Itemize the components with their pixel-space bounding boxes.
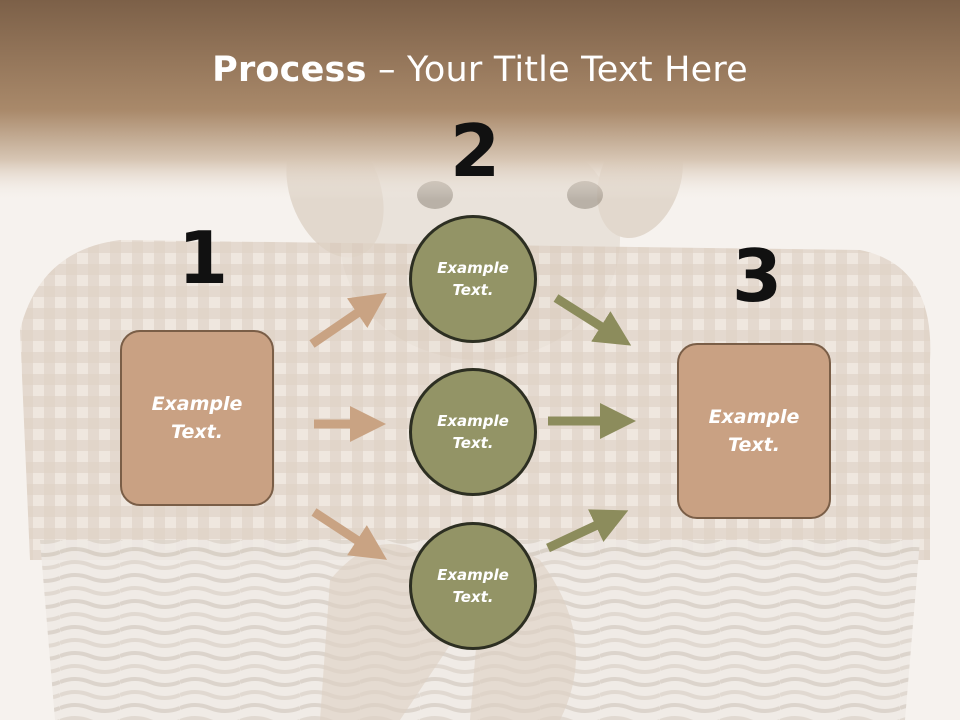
- left-box: Example Text.: [120, 330, 274, 506]
- title-bold: Process: [212, 50, 367, 90]
- circle-bottom-text: Example Text.: [437, 565, 509, 607]
- step-number-1: 1: [178, 216, 229, 300]
- slide-title: Process – Your Title Text Here: [0, 50, 960, 90]
- step-number-3: 3: [732, 234, 783, 318]
- circle-top-text: Example Text.: [437, 258, 509, 300]
- circle-middle-text: Example Text.: [437, 411, 509, 453]
- arrow-top-to-right: [553, 294, 632, 346]
- right-box-text: Example Text.: [708, 405, 800, 457]
- circle-top: Example Text.: [409, 215, 537, 343]
- left-box-text: Example Text.: [151, 392, 243, 444]
- right-box: Example Text.: [677, 343, 831, 519]
- arrow-left-to-bottom: [311, 508, 388, 560]
- title-rest: – Your Title Text Here: [366, 50, 748, 90]
- step-number-2: 2: [450, 109, 501, 193]
- arrow-left-to-top: [309, 292, 387, 348]
- circle-middle: Example Text.: [409, 368, 537, 496]
- arrow-bottom-to-right: [546, 509, 629, 553]
- circle-bottom: Example Text.: [409, 522, 537, 650]
